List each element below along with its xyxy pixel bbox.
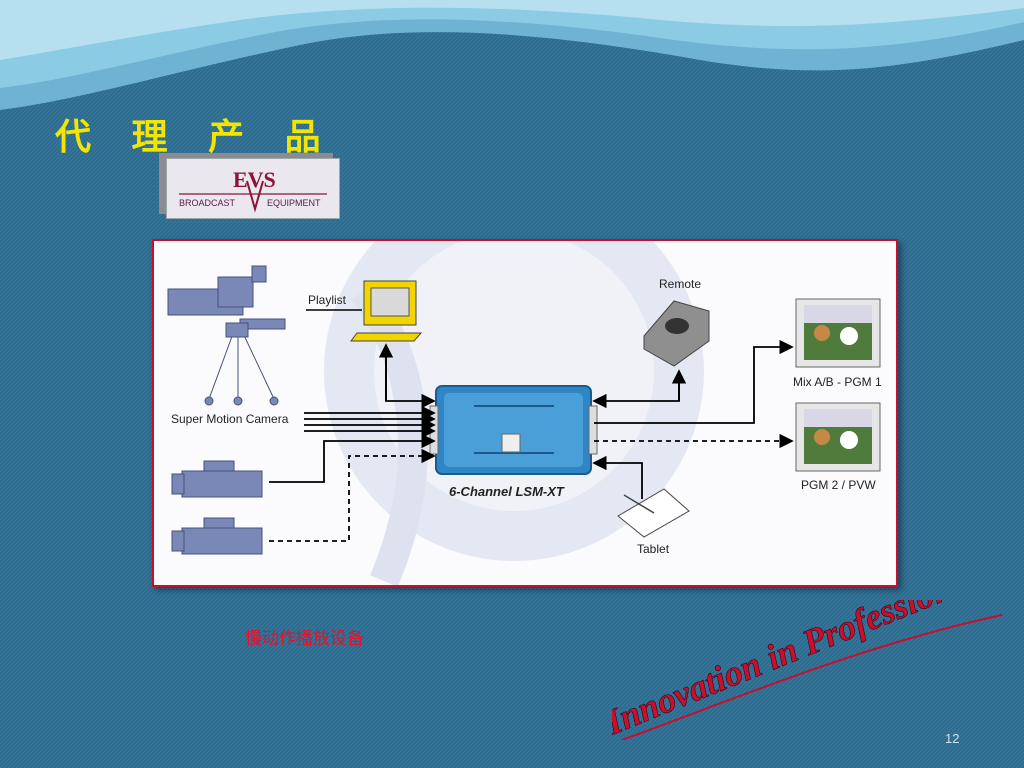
system-diagram: Super Motion Camera Playlist Remote 6-Ch… bbox=[152, 239, 898, 587]
lsm-device-label: 6-Channel LSM-XT bbox=[449, 484, 564, 499]
logo-brand: EVS bbox=[233, 167, 276, 192]
camera-icon bbox=[167, 265, 286, 406]
connection-lines bbox=[269, 339, 794, 542]
tablet-label: Tablet bbox=[637, 542, 670, 556]
camera-label: Super Motion Camera bbox=[171, 412, 289, 426]
evs-logo: EVS BROADCAST EQUIPMENT bbox=[166, 158, 340, 219]
output2-label: PGM 2 / PVW bbox=[801, 478, 876, 492]
logo-right-text: EQUIPMENT bbox=[267, 198, 321, 208]
playlist-label: Playlist bbox=[308, 293, 347, 307]
handheld-camera-1-icon bbox=[171, 460, 263, 498]
computer-icon bbox=[350, 280, 423, 342]
remote-icon bbox=[643, 300, 710, 367]
monitor-pgm2-icon bbox=[795, 402, 881, 472]
slogan-text: Innovation in Profession bbox=[612, 600, 958, 740]
slide-title: 代 理 产 品 bbox=[55, 117, 335, 158]
tablet-icon bbox=[617, 488, 690, 538]
remote-label: Remote bbox=[659, 277, 702, 291]
slide-caption: 慢动作播放设备 bbox=[245, 629, 364, 649]
slogan-graphic: Innovation in Profession bbox=[612, 600, 1003, 740]
page-number: 12 bbox=[945, 731, 960, 746]
evs-logo-graphic: EVS BROADCAST EQUIPMENT bbox=[179, 167, 327, 213]
output1-label: Mix A/B - PGM 1 bbox=[793, 375, 882, 389]
handheld-camera-2-icon bbox=[171, 517, 263, 555]
logo-left-text: BROADCAST bbox=[179, 198, 236, 208]
lsm-device-icon bbox=[429, 385, 598, 475]
monitor-pgm1-icon bbox=[795, 298, 881, 368]
